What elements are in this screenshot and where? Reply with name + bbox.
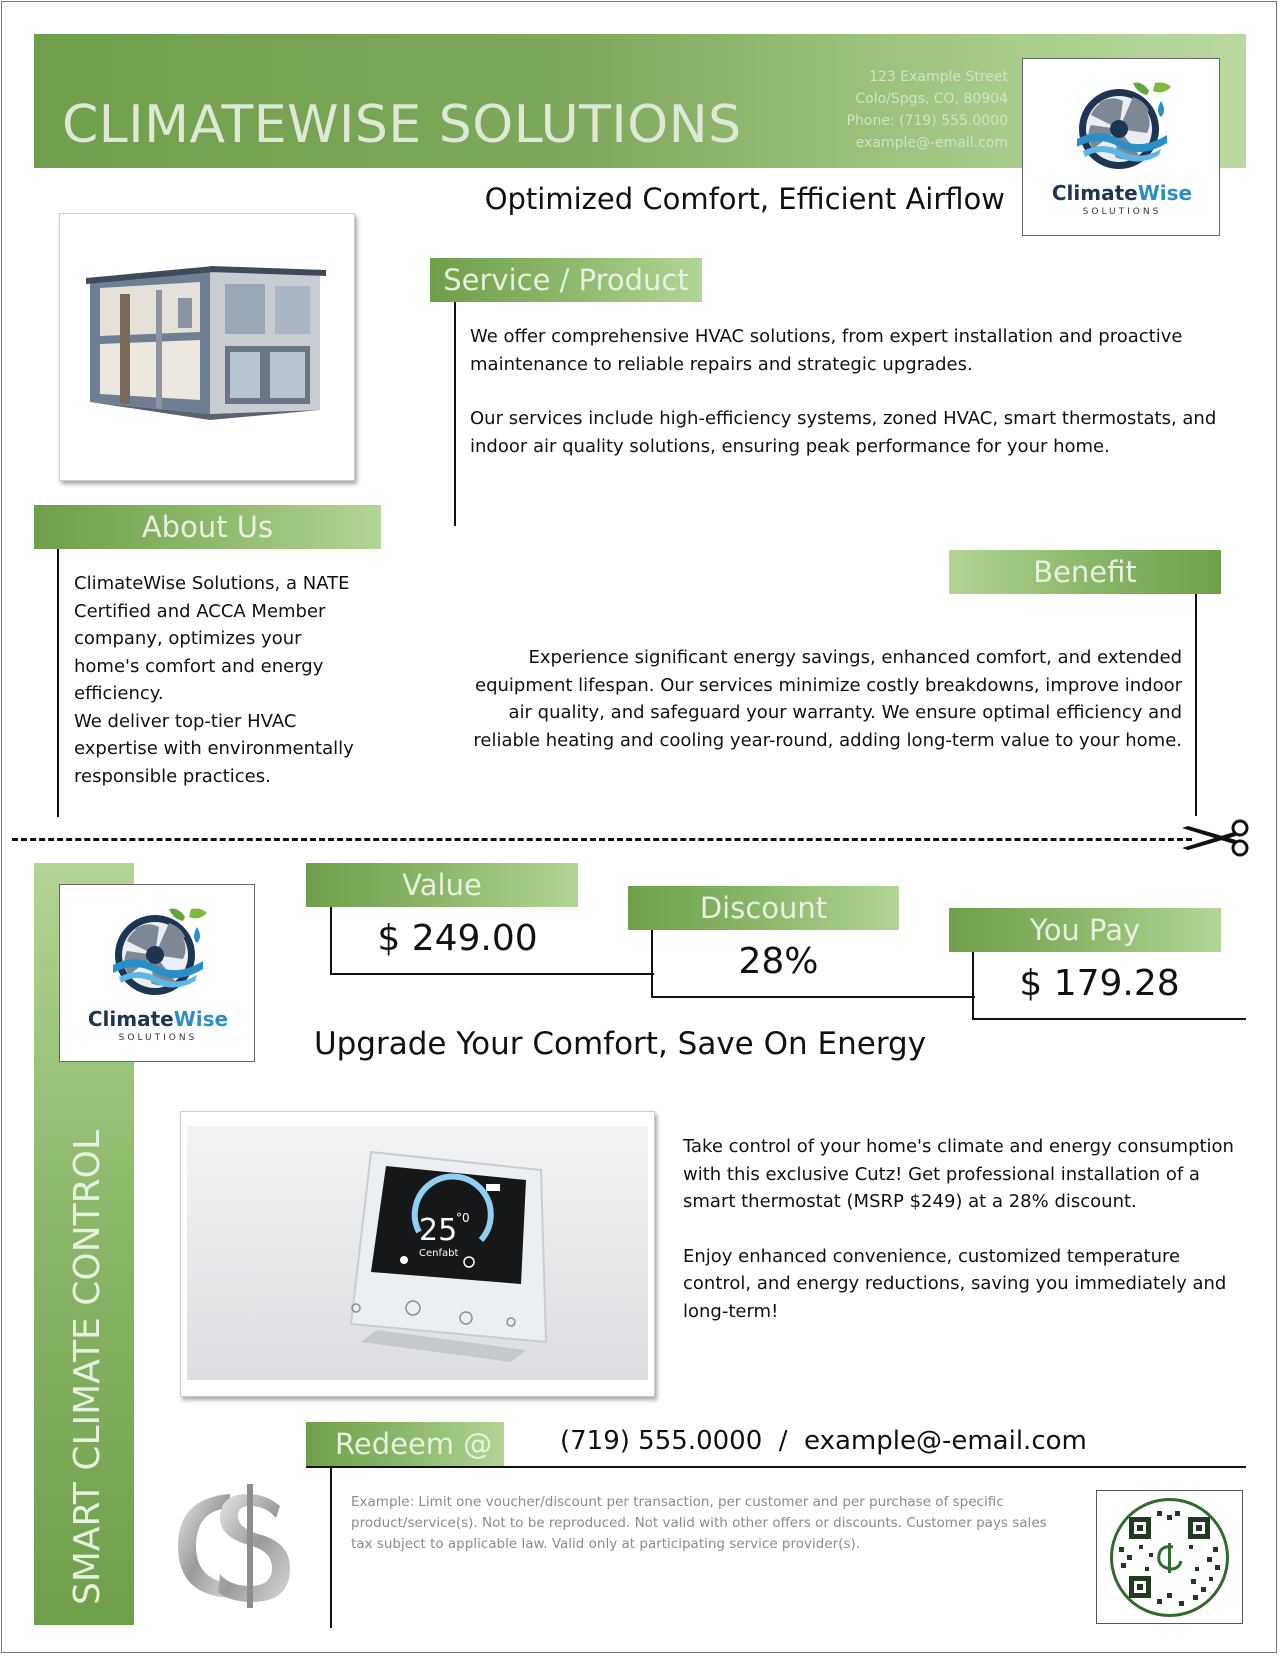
about-paragraph-2: We deliver top-tier HVAC expertise with … [74,710,354,787]
discount-amount: 28% [738,941,819,982]
fine-print: Example: Limit one voucher/discount per … [351,1494,1047,1552]
address-city: Colo/Spgs, CO, 80904 [855,91,1008,107]
address-phone: Phone: (719) 555.0000 [846,113,1008,129]
contact-address: 123 Example Street Colo/Spgs, CO, 80904 … [790,66,1008,154]
logo-coupon: ClimateWise SOLUTIONS [59,884,255,1062]
you-pay-hline [972,1018,1246,1020]
service-label: Service / Product [430,258,702,302]
you-pay-amount: $ 179.28 [1019,963,1180,1004]
thermostat-image: 25 °0 Cenfabt [180,1111,655,1397]
logo-top: ClimateWise SOLUTIONS [1022,58,1220,236]
redeem-contact[interactable]: (719) 555.0000 / example@-email.com [560,1426,1087,1456]
redeem-label: Redeem @ [306,1422,504,1466]
logo-wordmark: ClimateWise [1051,181,1193,205]
scissors-icon [1182,819,1249,857]
thermostat-unit: °0 [456,1211,470,1225]
house-illustration [86,266,326,420]
fan-logo-icon [1077,82,1171,169]
fine-print-divider [330,1468,332,1628]
qr-code-box[interactable] [1096,1490,1243,1624]
benefit-divider [1195,594,1197,816]
company-name: CLIMATEWISE SOLUTIONS [62,95,742,155]
value-hline [330,973,654,975]
logo-wordmark: ClimateWise [87,1007,229,1031]
thermostat-illustration: 25 °0 Cenfabt [187,1126,648,1380]
coupon-paragraph-1: Take control of your home's climate and … [683,1136,1234,1212]
service-paragraph-1: We offer comprehensive HVAC solutions, f… [470,326,1183,375]
you-pay-label: You Pay [949,908,1221,952]
value-amount: $ 249.00 [377,918,538,959]
value-label: Value [306,863,578,907]
discount-vline [651,930,653,998]
redeem-rule [306,1466,1246,1468]
thermostat-mode: Cenfabt [419,1248,458,1259]
thermostat-temp: 25 [419,1213,457,1248]
cut-line [12,838,1192,841]
discount-label: Discount [628,886,899,930]
service-paragraph-2: Our services include high-efficiency sys… [470,408,1217,457]
qr-code-icon [1110,1498,1229,1617]
benefit-label: Benefit [949,550,1221,594]
logo-subtitle: SOLUTIONS [1082,207,1162,217]
cs-monogram-logo [178,1484,290,1608]
about-label: About Us [34,505,381,549]
coupon-headline: Upgrade Your Comfort, Save On Energy [313,1026,927,1062]
benefit-text: Experience significant energy savings, e… [473,647,1182,751]
about-paragraph-1: ClimateWise Solutions, a NATE Certified … [74,573,350,704]
service-divider [454,302,456,526]
address-street: 123 Example Street [869,69,1008,85]
house-cutaway-image [59,213,355,481]
fan-logo-icon [113,908,207,995]
you-pay-vline [972,952,974,1020]
discount-hline [651,996,975,998]
coupon-description: Take control of your home's climate and … [683,1133,1243,1325]
address-email: example@-email.com [855,135,1008,151]
about-divider [57,549,59,817]
service-text: We offer comprehensive HVAC solutions, f… [470,323,1230,460]
value-vline [330,907,332,975]
logo-subtitle: SOLUTIONS [118,1033,198,1043]
coupon-paragraph-2: Enjoy enhanced convenience, customized t… [683,1245,1227,1322]
about-text: ClimateWise Solutions, a NATE Certified … [74,570,370,790]
tagline: Optimized Comfort, Efficient Airflow [484,182,1005,216]
